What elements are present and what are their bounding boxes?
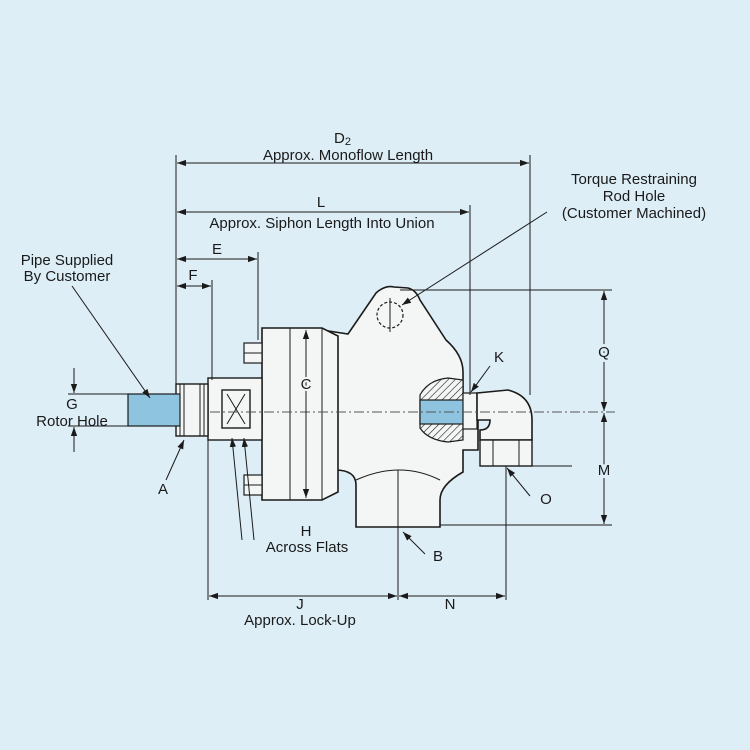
hex-flats-face — [221, 389, 251, 429]
l-label: L — [317, 194, 325, 211]
flange-bolt-bottom — [243, 474, 263, 496]
elbow-outlet — [479, 439, 533, 467]
b-label: B — [433, 548, 443, 565]
union-nut — [462, 392, 478, 430]
siphon-label: Approx. Siphon Length Into Union — [209, 215, 434, 232]
e-label: E — [212, 241, 222, 258]
housing-body — [321, 285, 479, 528]
o-leader — [506, 467, 531, 497]
h-leader-a — [229, 437, 243, 541]
housing-pocket — [355, 469, 441, 481]
h-leader-b — [241, 437, 255, 541]
k-label: K — [494, 349, 504, 366]
rotor-hole-label: Rotor Hole — [36, 413, 108, 430]
c-label: C — [301, 376, 312, 393]
dimension-lines — [68, 155, 612, 600]
text-labels: D2 Approx. Monoflow Length L Approx. Sip… — [21, 130, 706, 629]
rotor-nipple — [175, 383, 209, 437]
customer-pipe — [127, 393, 181, 427]
m-label: M — [598, 462, 611, 479]
q-label: Q — [598, 344, 610, 361]
elbow-fitting — [476, 389, 533, 441]
torque-label-line-2: Rod Hole — [603, 188, 666, 205]
pipe-label-line-2: By Customer — [24, 268, 111, 285]
j-label: J — [296, 596, 304, 613]
b-leader — [402, 531, 426, 555]
a-label: A — [158, 481, 168, 498]
k-leader — [470, 365, 491, 393]
o-label: O — [540, 491, 552, 508]
pipe-label-line-1: Pipe Supplied — [21, 252, 114, 269]
h-label: H — [301, 523, 312, 540]
flats-cross-2 — [226, 393, 246, 425]
g-label: G — [66, 396, 78, 413]
a-leader — [165, 439, 185, 481]
flange-bolt-top — [243, 342, 263, 364]
across-flats-label: Across Flats — [266, 539, 349, 556]
torque-label-line-3: (Customer Machined) — [562, 205, 706, 222]
torque-leader — [401, 211, 548, 306]
pipe-leader — [71, 285, 151, 399]
rotary-joint-drawing — [127, 285, 615, 528]
d2-subscript: 2 — [345, 136, 351, 148]
front-flange — [261, 327, 339, 501]
lock-up-label: Approx. Lock-Up — [244, 612, 356, 629]
f-label: F — [188, 267, 197, 284]
leader-lines — [71, 211, 548, 555]
hex-flats-body — [207, 377, 263, 441]
d2-label: D2 — [334, 130, 351, 148]
d2-letter: D — [334, 130, 345, 147]
torque-label-line-1: Torque Restraining — [571, 171, 697, 188]
monoflow-label: Approx. Monoflow Length — [263, 147, 433, 164]
n-label: N — [445, 596, 456, 613]
